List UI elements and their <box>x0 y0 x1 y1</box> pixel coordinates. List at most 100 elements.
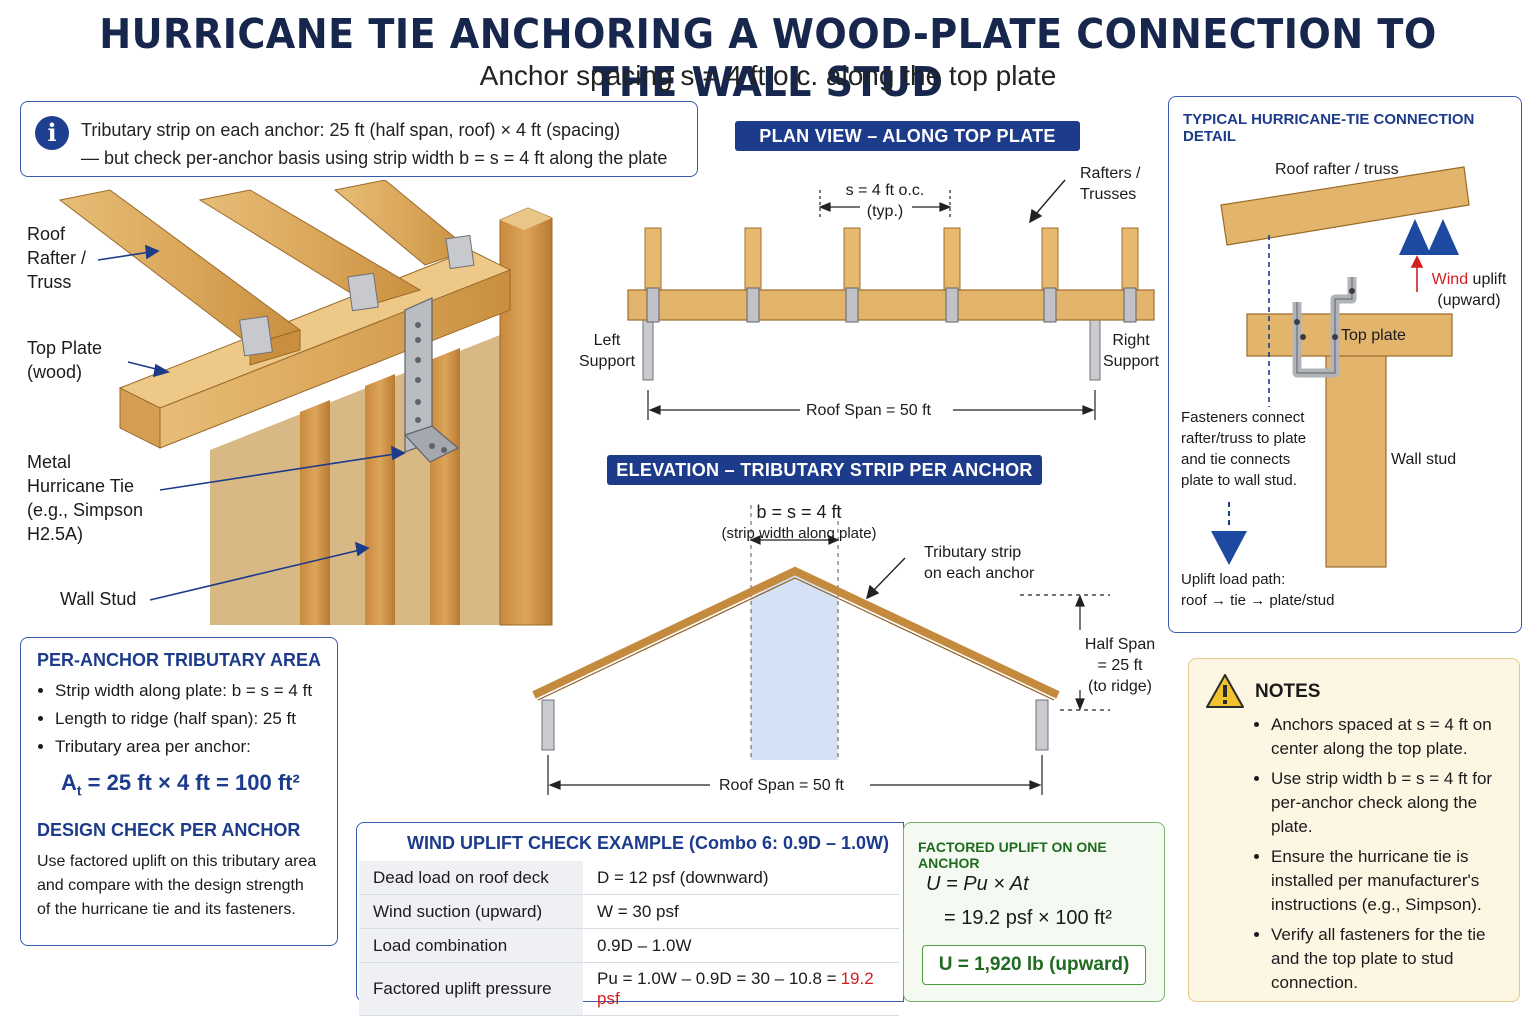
wind-word: Wind <box>1431 271 1469 288</box>
plan-span-dimension <box>647 390 1096 420</box>
tributary-strip <box>751 573 838 760</box>
plate-label-line-1: Top Plate <box>27 338 103 358</box>
roof-label-line-2: Rafter / <box>27 248 87 268</box>
hurricane-tie-3d <box>403 297 460 463</box>
design-heading: DESIGN CHECK PER ANCHOR <box>37 820 301 840</box>
detail-stud-label: Wall stud <box>1391 451 1457 468</box>
area-formula-sub: t <box>76 782 82 799</box>
roof-rafter-label: Roof Rafter / Truss <box>27 222 86 294</box>
check-row-value: W = 30 psf <box>583 895 899 929</box>
gusset-plates <box>239 234 475 357</box>
area-formula: At = 25 ft × 4 ft = 100 ft² <box>61 770 300 798</box>
load-path-label: Uplift load path: roof → tie → plate/stu… <box>1181 569 1334 611</box>
detail-rafter <box>1220 166 1470 246</box>
plan-top-plate <box>627 289 1155 321</box>
plate-label-line-2: (wood) <box>27 362 83 382</box>
check-row-label: Factored uplift pressure <box>359 962 583 1016</box>
factored-heading: FACTORED UPLIFT ON ONE ANCHOR <box>918 839 1107 871</box>
wall-studs <box>300 207 553 626</box>
tie-label-line-4: H2.5A) <box>27 524 84 544</box>
check-row: Load combination 0.9D – 1.0W <box>359 928 899 963</box>
tie-label-line-1: Metal <box>27 452 72 472</box>
warning-icon <box>1206 674 1244 708</box>
tributary-arrow <box>865 557 906 600</box>
half-span-line-1: Half Span <box>1084 636 1156 653</box>
wall-stud-label: Wall Stud <box>60 589 137 609</box>
spacing-dimension <box>818 190 952 220</box>
right-support-label: Right Support <box>1100 330 1162 372</box>
right-support-post <box>1089 319 1101 381</box>
uplift-word: uplift <box>1472 271 1507 288</box>
isometric-illustration <box>58 180 553 626</box>
uplift-triangles <box>1399 219 1459 255</box>
right-support-line-2: Support <box>1102 353 1160 370</box>
plan-rafters-label: Rafters / Trusses <box>1080 163 1140 205</box>
half-span-label: Half Span = 25 ft (to ridge) <box>1080 634 1160 697</box>
factored-result: U = 1,920 lb (upward) <box>922 945 1146 985</box>
check-row-value-text: W = 30 psf <box>597 901 679 921</box>
fasteners-line-3: and tie connects <box>1181 451 1291 468</box>
check-row-label: Dead load on roof deck <box>359 861 583 895</box>
hurricane-tie-label: Metal Hurricane Tie (e.g., Simpson H2.5A… <box>27 450 143 546</box>
page-title: HURRICANE TIE ANCHORING A WOOD-PLATE CON… <box>99 10 1437 106</box>
load-path-line-2: roof → tie → plate/stud <box>1181 592 1335 609</box>
check-heading: WIND UPLIFT CHECK EXAMPLE (Combo 6: 0.9D… <box>407 833 890 853</box>
check-row-value-text: D = 12 psf (downward) <box>597 867 769 887</box>
info-line-1: Tributary strip on each anchor: 25 ft (h… <box>81 120 621 140</box>
elevation-banner: ELEVATION – TRIBUTARY STRIP PER ANCHOR <box>607 455 1042 485</box>
half-span-dimension <box>1020 594 1110 711</box>
detail-fasteners-label: Fasteners connect rafter/truss to plate … <box>1181 407 1306 491</box>
plan-spacing-line-1: s = 4 ft o.c. <box>845 182 925 199</box>
check-row-value: Pu = 1.0W – 0.9D = 30 – 10.8 =19.2 psf <box>583 963 899 1016</box>
roof-rafters-elevation <box>532 566 1060 699</box>
tributary-area-box: PER-ANCHOR TRIBUTARY AREA Strip width al… <box>20 637 338 946</box>
area-formula-lhs: A <box>61 770 77 795</box>
info-line-2: — but check per-anchor basis using strip… <box>81 148 668 168</box>
info-box: i Tributary strip on each anchor: 25 ft … <box>20 101 698 177</box>
check-table: Dead load on roof deck D = 12 psf (downwa… <box>359 861 899 1016</box>
detail-plate-label: Top plate <box>1341 327 1406 344</box>
half-span-line-2: = 25 ft <box>1097 657 1143 674</box>
check-row-accent: 19.2 psf <box>597 969 874 1008</box>
plan-rafters-line-2: Trusses <box>1080 186 1137 203</box>
rafters-arrow <box>1029 179 1066 224</box>
notes-heading: NOTES <box>1255 681 1321 702</box>
area-bullet-1: Strip width along plate: b = s = 4 ft <box>55 680 312 702</box>
detail-wind-label: Wind uplift (upward) <box>1421 269 1517 311</box>
detail-title: TYPICAL HURRICANE-TIE CONNECTION DETAIL <box>1183 111 1475 145</box>
roof-outline <box>537 577 1055 701</box>
connection-detail-box: TYPICAL HURRICANE-TIE CONNECTION DETAIL … <box>1168 96 1522 633</box>
elev-span-label: Roof Span = 50 ft <box>719 777 844 794</box>
detail-drawing <box>1211 166 1470 568</box>
notes-box: NOTES Anchors spaced at s = 4 ft on cent… <box>1188 658 1520 1002</box>
plan-ties <box>646 287 1137 323</box>
strip-width-line-2: (strip width along plate) <box>721 525 877 542</box>
tie-label-line-3: (e.g., Simpson <box>27 500 144 520</box>
detail-rafter-label: Roof rafter / truss <box>1275 161 1399 178</box>
area-bullet-2: Length to ridge (half span): 25 ft <box>55 708 312 730</box>
wind-check-box: WIND UPLIFT CHECK EXAMPLE (Combo 6: 0.9D… <box>356 822 904 1016</box>
design-line-1: Use factored uplift on this tributary ar… <box>37 853 317 870</box>
area-heading: PER-ANCHOR TRIBUTARY AREA <box>37 650 322 670</box>
plan-view-banner: PLAN VIEW – ALONG TOP PLATE <box>735 121 1080 151</box>
check-row-label: Load combination <box>359 928 583 963</box>
load-path-line-1: Uplift load path: <box>1181 571 1286 588</box>
check-row-label: Wind suction (upward) <box>359 894 583 929</box>
factored-uplift-box: FACTORED UPLIFT ON ONE ANCHOR U = Pu × A… <box>903 822 1165 1002</box>
check-row-value-text: 0.9D – 1.0W <box>597 935 692 955</box>
check-row: Dead load on roof deck D = 12 psf (downwa… <box>359 861 899 895</box>
check-row-value: 0.9D – 1.0W <box>583 929 899 963</box>
elev-span-dimension <box>547 755 1043 795</box>
fasteners-line-1: Fasteners connect <box>1181 409 1305 426</box>
detail-fasteners <box>1294 288 1355 340</box>
check-row-value: D = 12 psf (downward) <box>583 861 899 895</box>
note-3: Ensure the hurricane tie is installed pe… <box>1271 845 1501 917</box>
fasteners-line-2: rafter/truss to plate <box>1181 430 1307 447</box>
left-support-label: Left Support <box>576 330 638 372</box>
notes-list: Anchors spaced at s = 4 ft on center alo… <box>1251 713 1501 1001</box>
plan-rafters-line-1: Rafters / <box>1080 165 1141 182</box>
page-subtitle: Anchor spacing s = 4 ft o.c. along the t… <box>479 60 1057 91</box>
plan-rafters <box>644 227 1139 291</box>
downward-arrow-icon <box>1211 531 1247 565</box>
